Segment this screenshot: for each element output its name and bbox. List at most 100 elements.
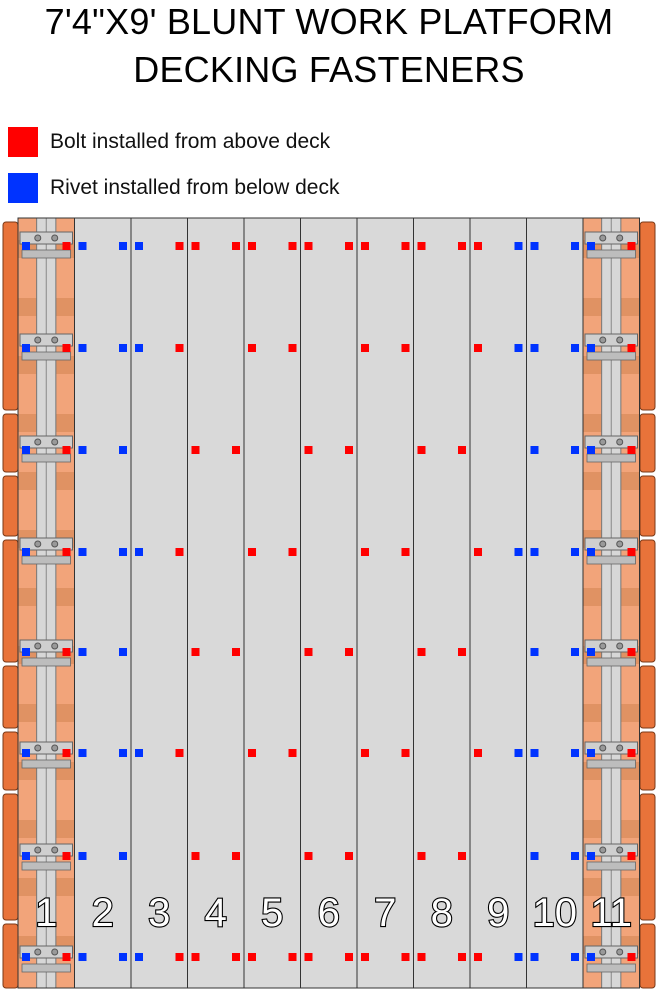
bracket: [19, 741, 73, 755]
title-line-1: 7'4"X9' BLUNT WORK PLATFORM: [44, 1, 614, 42]
bolt-marker: [62, 749, 71, 757]
plank-number-4: 4: [205, 891, 227, 935]
frame-segment: [639, 731, 656, 791]
rivet-marker: [587, 852, 595, 860]
rivet-marker: [587, 344, 595, 352]
rivet-marker: [22, 548, 30, 556]
bracket-hole: [34, 744, 42, 752]
rivet-marker: [119, 344, 127, 352]
bolt-marker: [361, 344, 369, 352]
bracket-lower: [21, 555, 71, 565]
bracket-hole: [616, 846, 624, 854]
bolt-marker: [175, 548, 184, 556]
rivet-marker: [571, 852, 579, 860]
bracket-hole: [616, 948, 624, 956]
bracket: [584, 639, 638, 653]
bolt-marker: [191, 446, 200, 454]
bracket-hole: [599, 438, 607, 446]
plank-3: [130, 217, 188, 989]
bolt-marker: [458, 852, 466, 860]
bolt-marker: [627, 344, 636, 352]
rivet-marker: [22, 953, 30, 961]
bolt-marker: [458, 953, 466, 961]
rivet-marker: [119, 548, 127, 556]
plank-2: [74, 217, 132, 989]
frame-segment: [2, 665, 19, 729]
bolt-marker: [288, 242, 297, 250]
legend-item-bolt: Bolt installed from above deck: [8, 127, 330, 157]
bracket-hole: [51, 744, 59, 752]
frame-segment: [639, 413, 656, 473]
bracket-lower: [586, 657, 636, 667]
bracket-hole: [34, 846, 42, 854]
bracket: [584, 537, 638, 551]
bolt-marker: [304, 852, 313, 860]
rivet-marker: [514, 749, 523, 757]
rivet-marker: [119, 648, 127, 656]
frame-segment: [2, 539, 19, 663]
rivet-marker: [135, 953, 143, 961]
plank-number-8: 8: [431, 891, 453, 935]
rivet-marker: [78, 852, 87, 860]
bracket-hole: [616, 744, 624, 752]
bolt-marker: [474, 242, 482, 250]
plank-number-9: 9: [487, 891, 509, 935]
bolt-marker: [191, 852, 200, 860]
rivet-marker: [514, 548, 523, 556]
frame-segment: [639, 665, 656, 729]
frame-segment: [2, 475, 19, 537]
bolt-marker: [627, 953, 636, 961]
bolt-marker: [361, 749, 369, 757]
bolt-marker: [248, 242, 256, 250]
rivet-marker: [571, 648, 579, 656]
frame-segment: [2, 221, 19, 411]
plank-number-11: 11: [590, 891, 632, 935]
bolt-marker: [62, 648, 71, 656]
rivet-marker: [571, 749, 579, 757]
bolt-marker: [627, 242, 636, 250]
bracket-lower: [586, 963, 636, 973]
rivet-marker: [78, 548, 87, 556]
bolt-marker: [627, 749, 636, 757]
bracket-hole: [34, 438, 42, 446]
bracket: [19, 639, 73, 653]
bolt-marker: [627, 446, 636, 454]
plank-5: [243, 217, 301, 989]
rivet-marker: [530, 344, 539, 352]
bracket-hole: [599, 540, 607, 548]
bracket: [584, 843, 638, 857]
frame-segment: [639, 793, 656, 921]
plank-6: [300, 217, 358, 989]
frame-segment: [639, 221, 656, 411]
bolt-marker: [401, 242, 410, 250]
bolt-marker: [417, 446, 426, 454]
plank-number-7: 7: [374, 891, 396, 935]
rivet-marker: [530, 446, 539, 454]
plank-number-1: 1: [35, 891, 57, 935]
bolt-marker: [458, 648, 466, 656]
bracket-hole: [616, 540, 624, 548]
bolt-marker: [232, 953, 240, 961]
frame-segment: [2, 413, 19, 473]
bracket-hole: [599, 744, 607, 752]
bracket-lower: [586, 861, 636, 871]
bracket-lower: [586, 453, 636, 463]
bolt-marker: [627, 648, 636, 656]
rivet-marker: [530, 648, 539, 656]
rivet-swatch: [8, 173, 38, 203]
bolt-swatch: [8, 127, 38, 157]
bolt-marker: [62, 446, 71, 454]
bolt-marker: [232, 852, 240, 860]
bracket-hole: [616, 438, 624, 446]
bracket-lower: [586, 555, 636, 565]
bracket-hole: [616, 642, 624, 650]
rivet-marker: [119, 446, 127, 454]
bracket-hole: [599, 948, 607, 956]
bracket-hole: [34, 234, 42, 242]
rivet-marker: [119, 242, 127, 250]
bracket-lower: [21, 249, 71, 259]
left-frame: [2, 221, 19, 989]
bracket-hole: [51, 234, 59, 242]
bolt-marker: [304, 242, 313, 250]
